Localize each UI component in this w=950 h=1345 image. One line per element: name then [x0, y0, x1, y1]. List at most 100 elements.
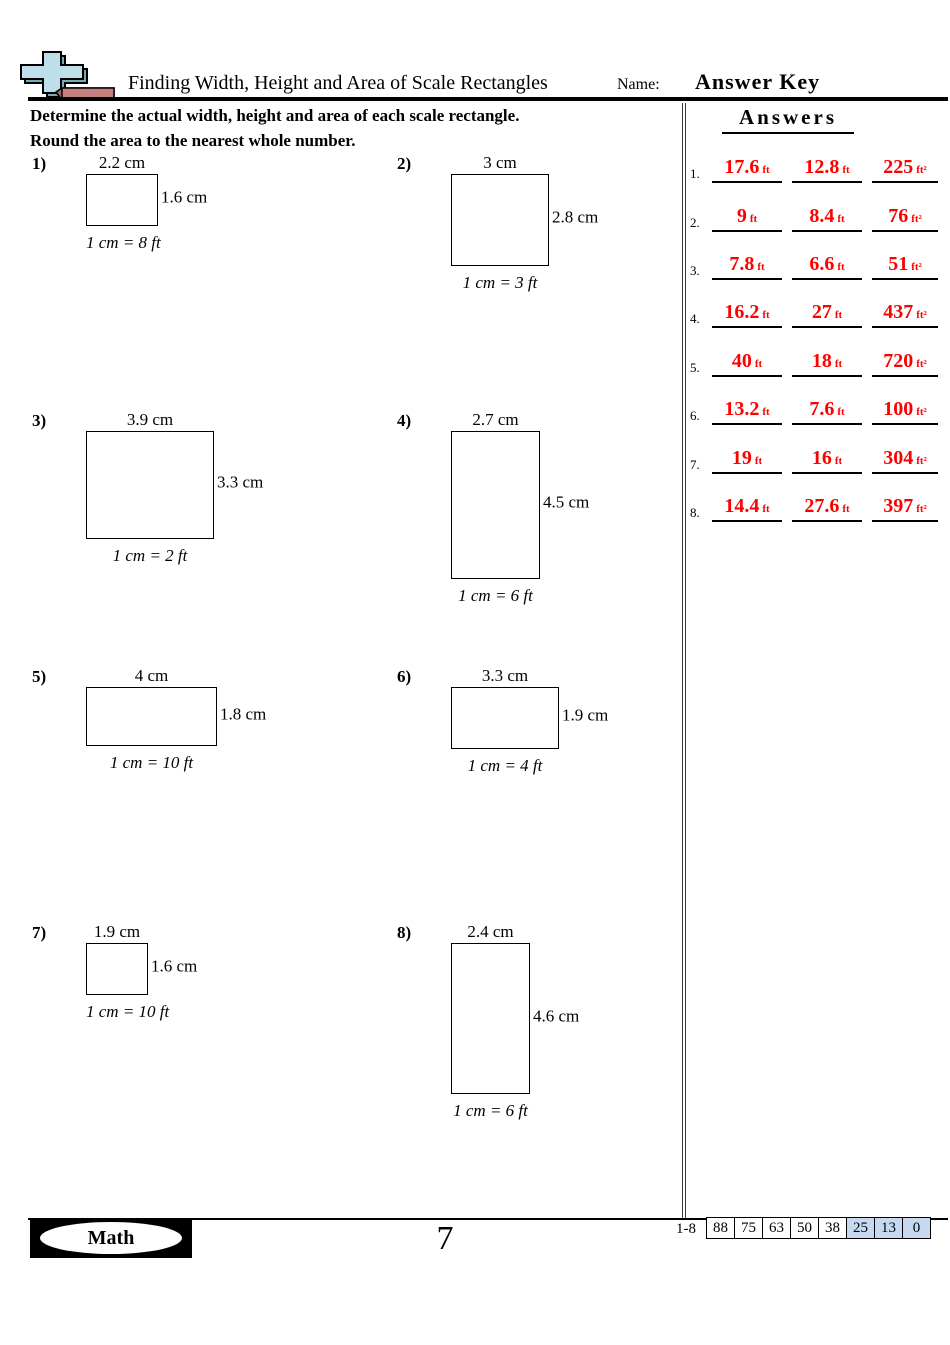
problem-number: 3): [32, 411, 47, 430]
answer-area-value: 437: [883, 301, 914, 323]
page-title: Finding Width, Height and Area of Scale …: [128, 72, 548, 94]
scale-rectangle: 2.8 cm: [451, 174, 598, 266]
rect-width-label: 1.9 cm: [93, 922, 141, 941]
scale-rectangle: 3.3 cm: [86, 431, 263, 539]
score-cell-75: 75: [734, 1217, 763, 1239]
answer-width-unit: ft: [757, 261, 765, 273]
answer-width-value: 17.6: [724, 156, 760, 178]
answer-number: 6.: [690, 408, 700, 423]
answer-height-value: 27: [811, 301, 832, 323]
answer-number: 8.: [690, 505, 700, 520]
rect-height-label: 1.6 cm: [161, 187, 208, 207]
scale-rectangle: 1.6 cm: [86, 943, 197, 995]
answer-height-value: 16: [811, 447, 832, 469]
answer-height-unit: ft: [834, 455, 843, 467]
scale-rectangle: 1.9 cm: [451, 687, 608, 749]
answer-height-value: 6.6: [809, 253, 835, 275]
answer-area-unit: ft²: [911, 261, 922, 273]
answer-number: 7.: [690, 457, 700, 472]
score-cell-88: 88: [706, 1217, 735, 1239]
answer-height-value: 27.6: [804, 495, 840, 517]
answer-width-unit: ft: [749, 213, 758, 225]
problem-number: 1): [32, 154, 47, 173]
score-cell-50: 50: [790, 1217, 819, 1239]
answer-width-unit: ft: [754, 455, 763, 467]
score-cell-63: 63: [762, 1217, 791, 1239]
scale-equation: 1 cm = 6 ft: [458, 586, 533, 605]
answer-area-value: 76: [888, 205, 909, 227]
score-cell-13: 13: [874, 1217, 903, 1239]
answer-area-unit: ft²: [916, 358, 927, 370]
answers-heading: Answers: [722, 105, 854, 134]
answer-width-value: 9: [736, 205, 747, 227]
header-rule: [28, 97, 948, 101]
scale-rectangle: 1.8 cm: [86, 687, 266, 746]
answer-width-unit: ft: [762, 309, 770, 321]
answer-width-unit: ft: [762, 406, 770, 418]
score-cell-25: 25: [846, 1217, 875, 1239]
answer-height-unit: ft: [842, 164, 850, 176]
scale-rectangle: 4.6 cm: [451, 943, 579, 1094]
rect-height-label: 1.9 cm: [562, 705, 609, 725]
answer-width-unit: ft: [762, 503, 770, 515]
answer-height-value: 18: [811, 350, 832, 372]
answer-number: 4.: [690, 311, 700, 326]
answer-area-unit: ft²: [916, 309, 927, 321]
rect-width-label: 3.3 cm: [481, 666, 529, 685]
answer-width-unit: ft: [754, 358, 763, 370]
rect-height-label: 1.8 cm: [220, 704, 267, 724]
score-cell-0: 0: [902, 1217, 931, 1239]
brand-text: Math: [87, 1226, 135, 1249]
answer-width-value: 19: [731, 447, 752, 469]
scale-equation: 1 cm = 4 ft: [467, 756, 543, 775]
answer-width-value: 7.8: [729, 253, 755, 275]
answer-width-value: 13.2: [724, 398, 760, 420]
rect-height-label: 2.8 cm: [552, 207, 599, 227]
answer-area-value: 100: [883, 398, 914, 420]
instruction-line-2: Round the area to the nearest whole numb…: [30, 131, 356, 150]
footer-rule: [28, 1218, 948, 1220]
score-cell-38: 38: [818, 1217, 847, 1239]
answer-height-value: 7.6: [809, 398, 835, 420]
answer-height-unit: ft: [837, 406, 845, 418]
answer-area-unit: ft²: [911, 213, 922, 225]
rect-width-label: 3 cm: [483, 153, 517, 172]
rect-width-label: 4 cm: [134, 666, 169, 685]
rect-height-label: 1.6 cm: [151, 956, 198, 976]
answer-area-value: 51: [888, 253, 909, 275]
scale-equation: 1 cm = 6 ft: [453, 1101, 528, 1120]
answer-number: 5.: [690, 360, 700, 375]
rect-height-label: 4.6 cm: [533, 1006, 580, 1026]
answer-height-unit: ft: [837, 213, 845, 225]
score-range-label: 1-8: [676, 1221, 696, 1237]
